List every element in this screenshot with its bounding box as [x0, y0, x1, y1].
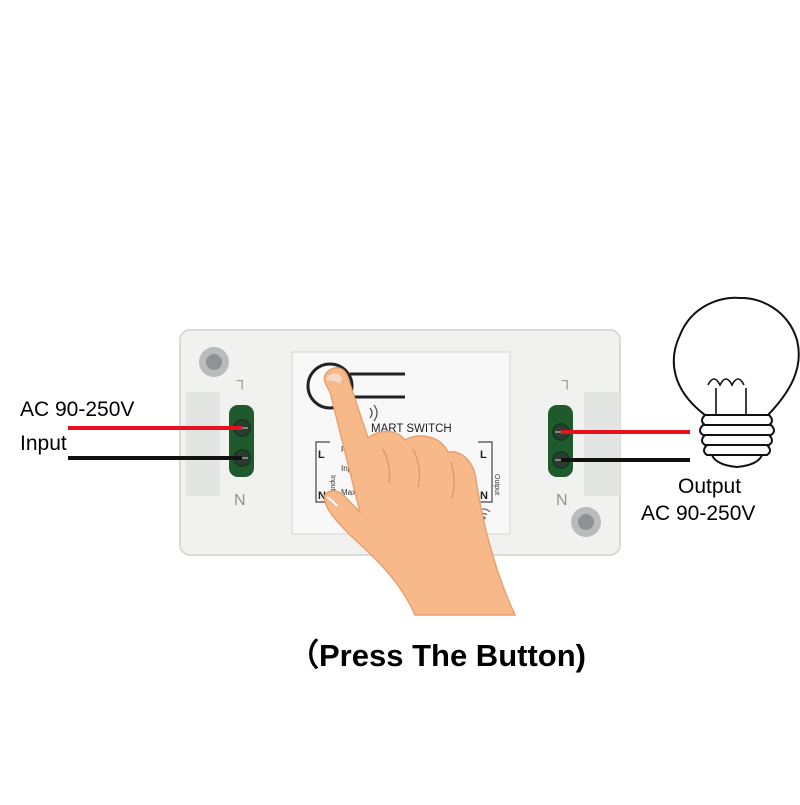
case-mark-right-top: L: [561, 377, 569, 393]
output-terminal-l: L: [480, 449, 487, 461]
output-terminal-label: L N Output: [478, 441, 500, 503]
spec-line-maxload: Maxloa: [341, 488, 367, 497]
output-label: Output: [678, 475, 742, 498]
output-terminal-block: [548, 405, 573, 477]
input-voltage-label: AC 90-250V: [20, 398, 135, 421]
wireless-signal-icon: [369, 404, 378, 422]
input-terminal-label: L N Input: [315, 441, 336, 503]
case-mark-left-bottom: N: [234, 492, 246, 509]
light-bulb-icon: [672, 296, 800, 469]
input-terminal-n: N: [318, 490, 326, 502]
instruction-caption: （Press The Button): [288, 638, 586, 673]
input-terminal-side: Input: [329, 475, 336, 491]
pressing-hand-illustration: [323, 367, 517, 616]
output-terminal-side: Output: [493, 474, 500, 495]
case-mark-left-top: L: [236, 377, 244, 393]
input-terminal-l: L: [318, 449, 325, 461]
output-terminal-n: N: [480, 490, 488, 502]
output-voltage-label: AC 90-250V: [641, 502, 756, 525]
case-mark-right-bottom: N: [556, 492, 568, 509]
input-terminal-block: [229, 405, 254, 477]
screw-hole-bottom-right: [571, 507, 601, 537]
screw-hole-top-left: [199, 347, 229, 377]
input-label: Input: [20, 432, 67, 455]
